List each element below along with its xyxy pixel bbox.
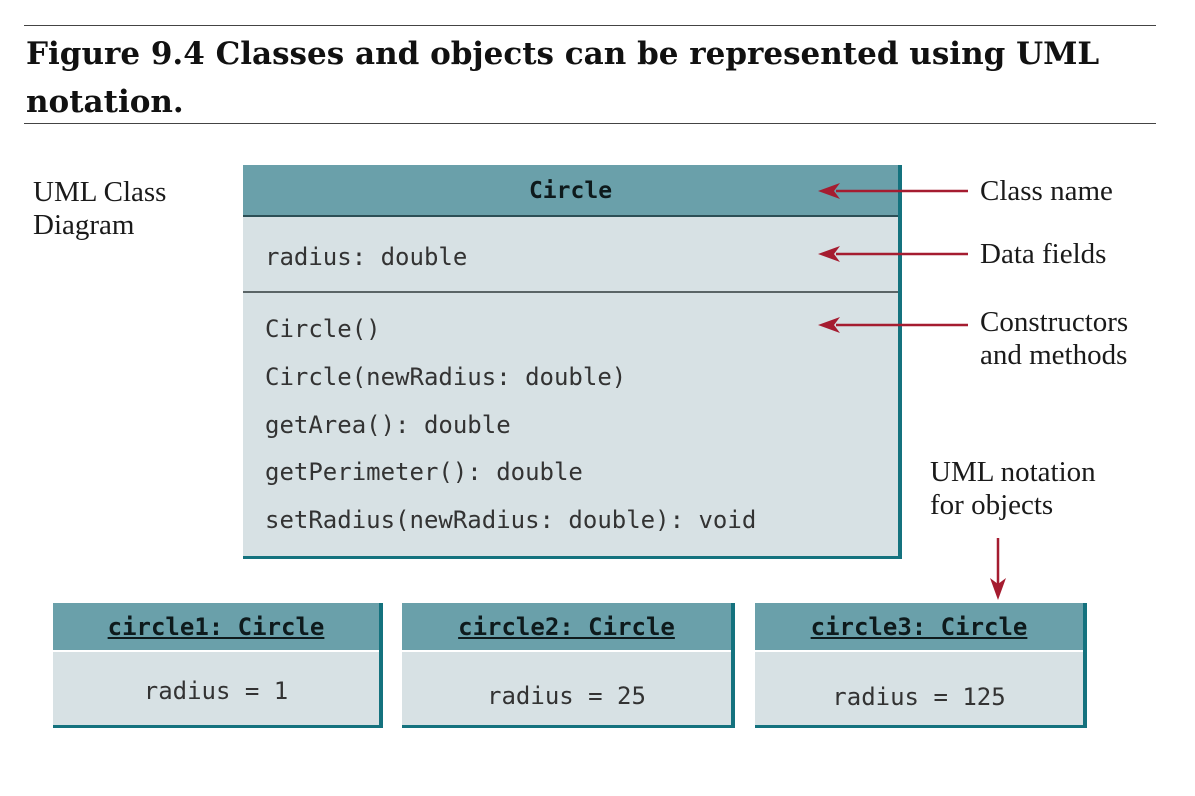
bottom-rule xyxy=(24,123,1156,124)
uml-class-diagram-line-1: UML Class xyxy=(33,176,167,208)
uml-notation-objects-label: UML notation for objects xyxy=(930,456,1096,522)
object-name: circle3: Circle xyxy=(755,603,1083,652)
method-get-perimeter: getPerimeter(): double xyxy=(265,458,583,486)
object-value: radius = 1 xyxy=(143,677,289,705)
uml-notation-line-2: for objects xyxy=(930,489,1054,521)
field-radius: radius: double xyxy=(265,243,468,271)
top-rule xyxy=(24,25,1156,26)
object-box-circle1: circle1: Circle radius = 1 xyxy=(53,603,383,728)
arrow-uml-notation-objects xyxy=(990,538,1006,600)
object-value: radius = 25 xyxy=(487,682,646,710)
data-fields-label: Data fields xyxy=(980,238,1107,270)
uml-class-diagram-line-2: Diagram xyxy=(33,209,135,241)
method-circle-default: Circle() xyxy=(265,315,381,343)
class-name: Circle xyxy=(243,165,898,217)
class-name-label: Class name xyxy=(980,175,1113,207)
object-box-circle3: circle3: Circle radius = 125 xyxy=(755,603,1087,728)
class-box: Circle radius: double Circle() Circle(ne… xyxy=(243,165,902,559)
figure-title: Figure 9.4 Classes and objects can be re… xyxy=(26,36,1100,120)
object-value: radius = 125 xyxy=(832,683,1006,711)
object-box-circle2: circle2: Circle radius = 25 xyxy=(402,603,735,728)
method-set-radius: setRadius(newRadius: double): void xyxy=(265,506,757,534)
uml-class-diagram-label: UML Class Diagram xyxy=(33,176,166,242)
object-name: circle1: Circle xyxy=(53,603,379,652)
method-get-area: getArea(): double xyxy=(265,411,511,439)
class-methods-section: Circle() Circle(newRadius: double) getAr… xyxy=(243,293,898,553)
class-fields-section: radius: double xyxy=(243,219,898,293)
constructors-methods-label: Constructors and methods xyxy=(980,306,1128,372)
constructors-line-2: and methods xyxy=(980,339,1128,371)
object-name: circle2: Circle xyxy=(402,603,731,652)
uml-notation-line-1: UML notation xyxy=(930,456,1096,488)
constructors-line-1: Constructors xyxy=(980,306,1129,338)
method-circle-radius: Circle(newRadius: double) xyxy=(265,363,627,391)
